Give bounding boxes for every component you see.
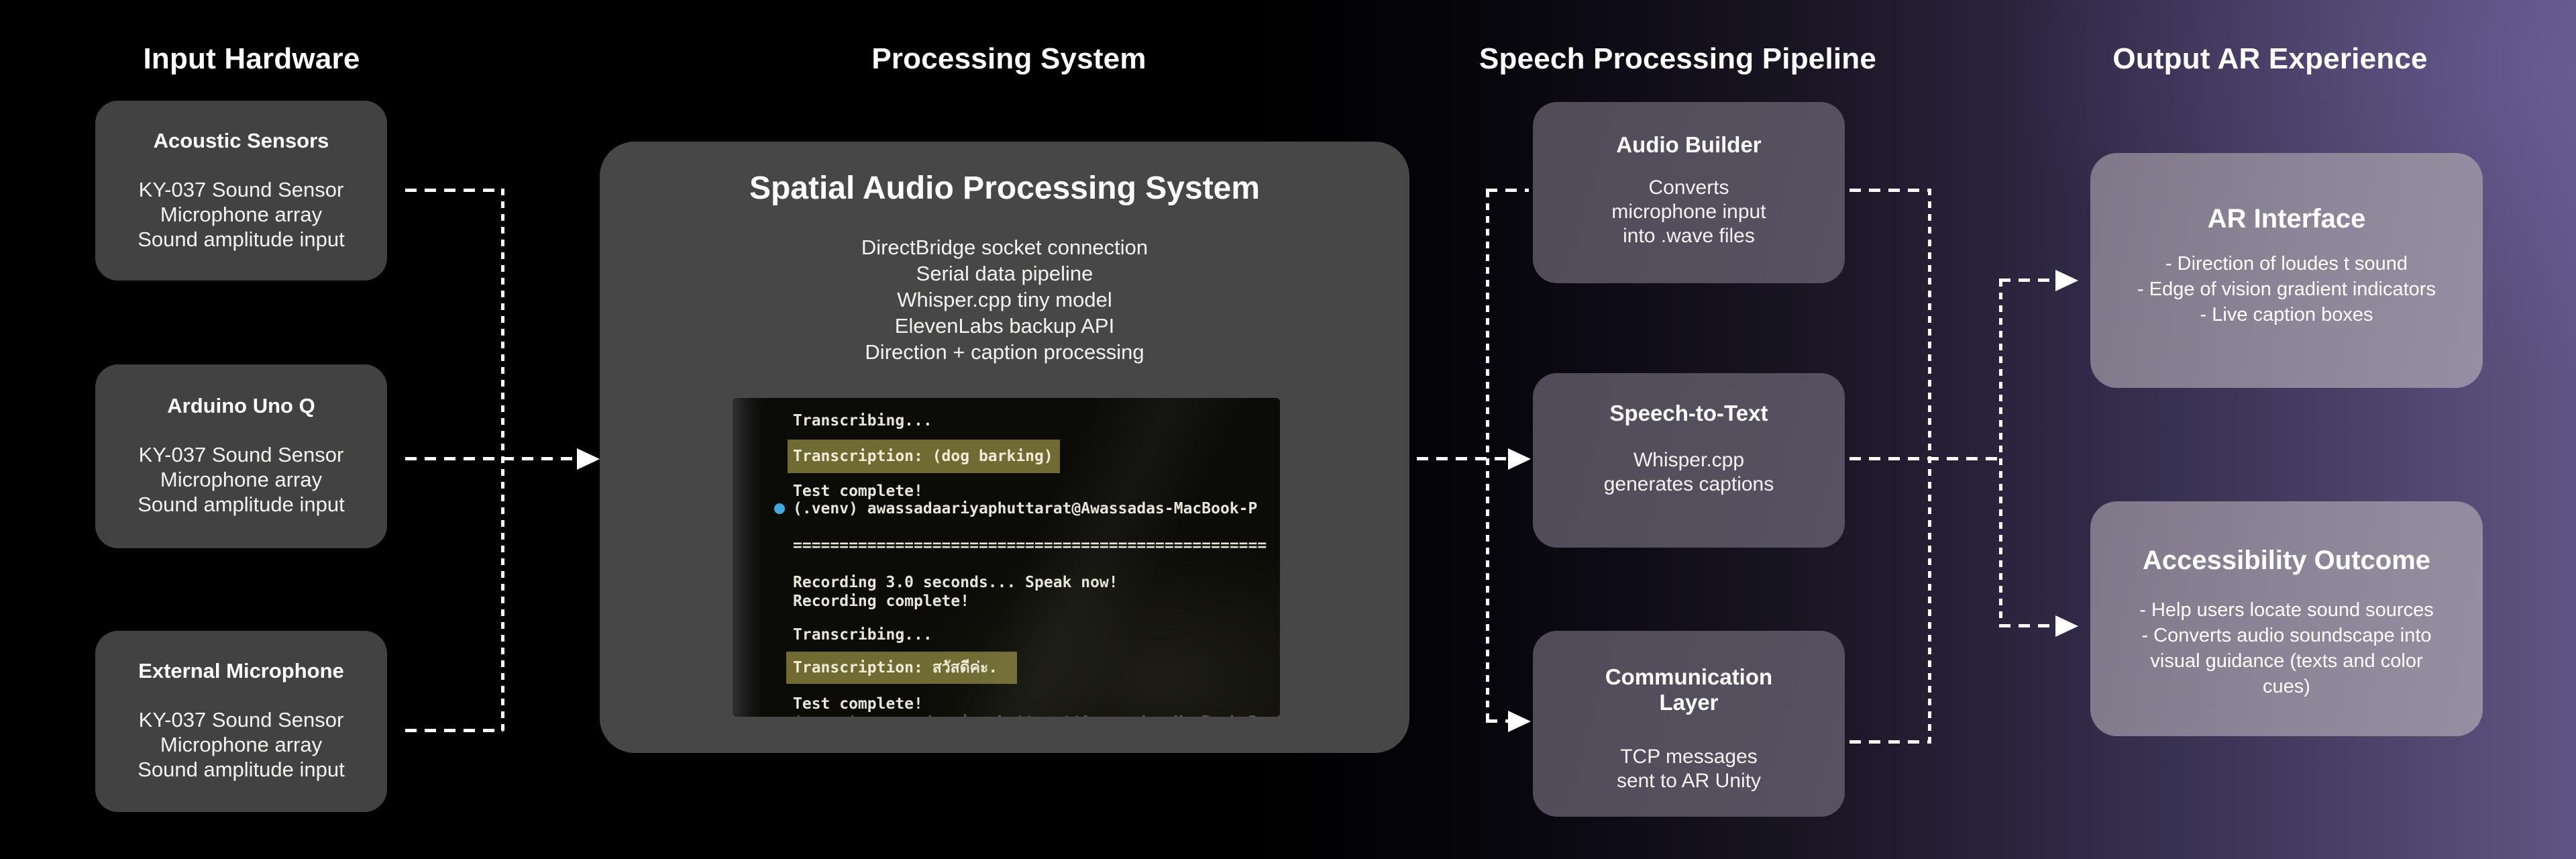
arrow-right-icon	[577, 448, 600, 470]
node-line: KY-037 Sound Sensor	[138, 178, 344, 201]
node-arduino-uno-q: Arduino Uno Q KY-037 Sound Sensor Microp…	[95, 364, 387, 548]
column-title-speech-pipeline: Speech Processing Pipeline	[1479, 42, 1877, 75]
connector-line	[1849, 189, 1931, 192]
node-line: Microphone array	[160, 203, 323, 226]
node-title: Audio Builder	[1616, 132, 1762, 157]
node-line: KY-037 Sound Sensor	[138, 708, 344, 731]
node-accessibility-outcome: Accessibility Outcome - Help users locat…	[2090, 501, 2483, 736]
terminal-line: Test complete!	[793, 695, 923, 713]
node-line: Serial data pipeline	[916, 262, 1093, 285]
node-line: Sound amplitude input	[138, 493, 345, 516]
node-line: Converts	[1648, 176, 1729, 199]
node-lines: DirectBridge socket connection Serial da…	[600, 234, 1409, 365]
node-line: ElevenLabs backup API	[894, 314, 1115, 338]
node-title: Accessibility Outcome	[2142, 546, 2431, 575]
connector-line	[1486, 719, 1510, 723]
connector-line	[501, 189, 504, 732]
terminal-line: Transcribing...	[793, 412, 932, 430]
node-title: AR Interface	[2207, 204, 2366, 234]
terminal-line: Recording complete!	[793, 593, 969, 610]
arrow-right-icon	[1508, 448, 1531, 470]
node-title: External Microphone	[138, 659, 344, 683]
connector-line	[1928, 189, 1931, 744]
connector-line	[1999, 280, 2002, 627]
node-line: sent to AR Unity	[1616, 770, 1762, 792]
node-line: Microphone array	[160, 733, 323, 756]
arrow-right-icon	[1508, 711, 1531, 732]
connector-line	[405, 729, 503, 732]
node-title: Spatial Audio Processing System	[749, 170, 1260, 206]
node-line: into .wave files	[1623, 225, 1755, 247]
terminal-separator: ========================================…	[793, 537, 1267, 554]
terminal-prompt: (.venv) awassadaariyaphuttarat@Awassadas…	[793, 500, 1257, 517]
node-external-microphone: External Microphone KY-037 Sound Sensor …	[95, 631, 387, 812]
node-line: - Edge of vision gradient indicators	[2137, 279, 2436, 300]
node-line: Whisper.cpp	[1633, 449, 1745, 471]
terminal-line-partial: (.venv) awassadaariyaphuttarat@Awassadas…	[793, 713, 1257, 717]
connector-line	[1417, 457, 1509, 460]
node-line: generates captions	[1603, 473, 1774, 495]
connector-line	[1486, 189, 1529, 192]
node-ar-interface: AR Interface - Direction of loudes t sou…	[2090, 153, 2483, 388]
column-title-output-ar: Output AR Experience	[2112, 42, 2428, 75]
node-line: KY-037 Sound Sensor	[138, 443, 344, 466]
node-audio-builder: Audio Builder Converts microphone input …	[1533, 102, 1845, 283]
terminal-bezel-edge	[733, 398, 763, 717]
node-title: Arduino Uno Q	[167, 394, 315, 417]
connector-line	[1849, 457, 2002, 460]
node-line: - Live caption boxes	[2200, 304, 2373, 325]
node-title: Speech-to-Text	[1609, 401, 1768, 425]
node-line: TCP messages	[1620, 746, 1758, 768]
node-line: - Help users locate sound sources	[2139, 599, 2434, 621]
column-title-processing-system: Processing System	[871, 42, 1146, 75]
node-line: Direction + caption processing	[865, 340, 1144, 364]
node-line: microphone input	[1611, 201, 1766, 223]
node-line: - Converts audio soundscape into visual …	[2141, 625, 2432, 697]
terminal-screenshot: Transcribing... Transcription: (dog bark…	[733, 398, 1280, 717]
node-line: Microphone array	[160, 468, 323, 491]
column-title-input-hardware: Input Hardware	[143, 42, 360, 75]
node-line: DirectBridge socket connection	[861, 236, 1148, 259]
node-communication-layer: Communication Layer TCP messages sent to…	[1533, 631, 1845, 817]
connector-line	[1999, 624, 2055, 627]
connector-line	[405, 189, 503, 192]
node-title: Communication Layer	[1605, 664, 1773, 715]
node-line: Sound amplitude input	[138, 228, 345, 251]
node-line: Sound amplitude input	[138, 758, 345, 781]
node-line: - Direction of loudes t sound	[2165, 253, 2408, 274]
terminal-photo-glare	[733, 398, 1280, 717]
terminal-highlight: Transcription: สวัสดีค่ะ.	[786, 652, 1017, 684]
terminal-line: Transcribing...	[793, 626, 932, 644]
connector-line	[1486, 191, 1489, 723]
arrow-right-icon	[2055, 270, 2078, 291]
terminal-line: Recording 3.0 seconds... Speak now!	[793, 574, 1118, 591]
connector-line	[1849, 740, 1931, 744]
node-title: Acoustic Sensors	[153, 129, 329, 152]
prompt-dot-icon	[774, 503, 785, 514]
node-speech-to-text: Speech-to-Text Whisper.cpp generates cap…	[1533, 373, 1845, 548]
connector-line	[405, 457, 578, 460]
node-line: Whisper.cpp tiny model	[897, 288, 1112, 311]
terminal-highlight: Transcription: (dog barking)	[788, 440, 1060, 473]
arrow-right-icon	[2055, 615, 2078, 637]
connector-line	[1999, 279, 2055, 282]
node-acoustic-sensors: Acoustic Sensors KY-037 Sound Sensor Mic…	[95, 101, 387, 281]
terminal-line: Test complete!	[793, 483, 923, 500]
